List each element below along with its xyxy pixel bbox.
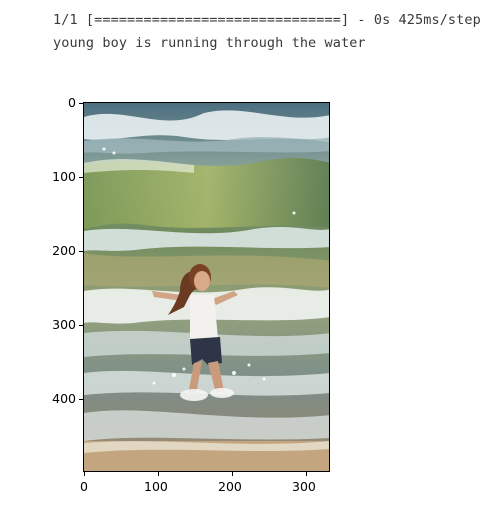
y-tick-label: 400 — [52, 391, 76, 406]
x-tick-mark — [306, 472, 307, 476]
y-tick-mark — [79, 103, 83, 104]
y-tick-label: 100 — [52, 169, 76, 184]
x-tick-label: 200 — [218, 479, 242, 494]
caption-output: young boy is running through the water — [53, 35, 366, 51]
x-tick-mark — [84, 472, 85, 476]
x-tick-label: 0 — [80, 479, 88, 494]
y-tick-mark — [79, 399, 83, 400]
x-tick-label: 100 — [144, 479, 168, 494]
child-figure — [152, 264, 238, 401]
progress-output: 1/1 [==============================] - 0… — [53, 12, 481, 28]
y-tick-mark — [79, 251, 83, 252]
x-tick-mark — [232, 472, 233, 476]
y-tick-mark — [79, 177, 83, 178]
beach-child-running-image — [84, 103, 329, 471]
x-tick-label: 300 — [292, 479, 316, 494]
image-axes — [83, 102, 330, 472]
y-tick-label: 200 — [52, 243, 76, 258]
x-tick-mark — [158, 472, 159, 476]
y-tick-label: 300 — [52, 317, 76, 332]
y-tick-mark — [79, 325, 83, 326]
y-tick-label: 0 — [68, 95, 76, 110]
